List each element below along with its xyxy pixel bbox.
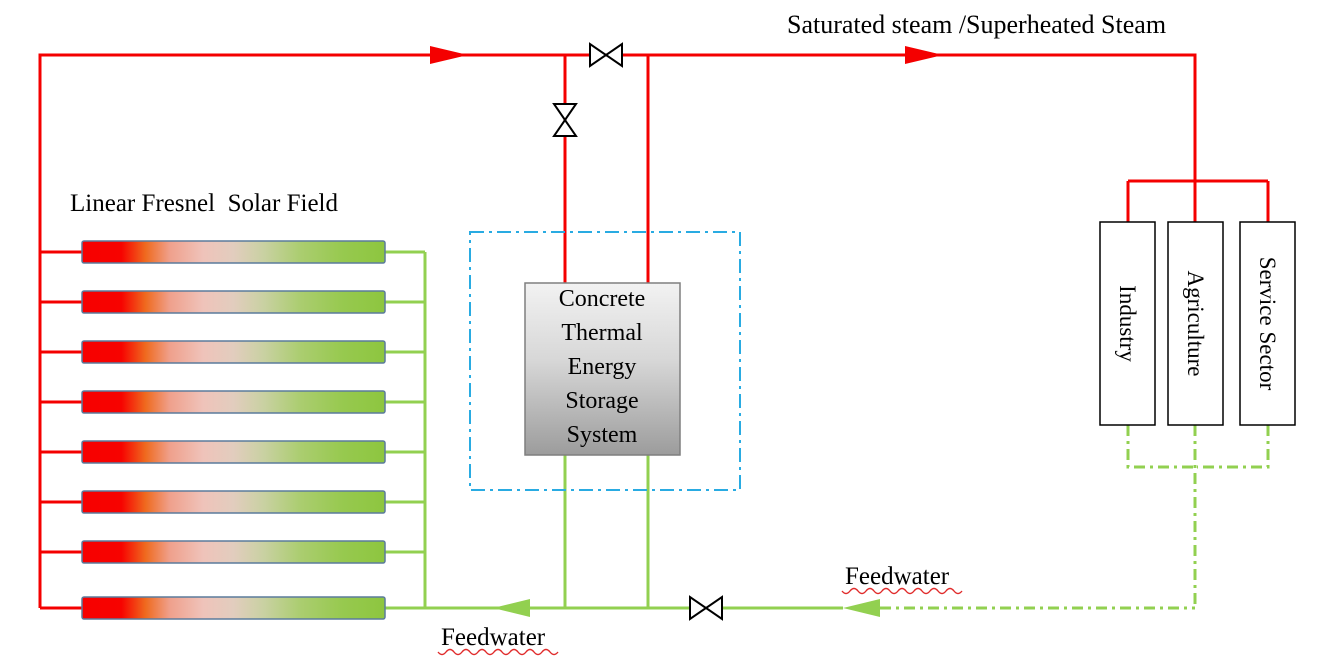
feedwater-flow-arrow-icon: [843, 599, 880, 617]
storage-label-line: System: [567, 422, 638, 448]
solar-field: [81, 240, 386, 620]
feedwater-valve-icon: [689, 595, 723, 621]
sector-box-service: [1239, 221, 1296, 426]
valve-half: [604, 42, 623, 68]
valve-half: [689, 595, 708, 621]
thermal-storage-unit: [524, 282, 681, 456]
feedwater-label-left: Feedwater: [441, 624, 546, 651]
valve-half: [552, 103, 578, 122]
steam-line-valve-icon: [589, 42, 623, 68]
sector-label-industry: Industry: [1115, 285, 1140, 362]
storage-charge-valve-icon: [552, 103, 578, 137]
solar-collector-row: [81, 290, 386, 314]
solar-collector-row: [81, 596, 386, 620]
solar-collector-row: [81, 240, 386, 264]
consumer-sectors: Industry Agriculture Service Sector: [1099, 221, 1296, 426]
storage-label-line: Thermal: [561, 320, 643, 346]
storage-label-line: Storage: [565, 388, 638, 414]
solar-collector-row: [81, 540, 386, 564]
thermal-storage-label: Concrete Thermal Energy Storage System: [559, 286, 646, 448]
feedwater-right-underline: [841, 587, 963, 595]
storage-system-boundary: [469, 231, 741, 491]
solar-field-label: Linear Fresnel Solar Field: [70, 190, 338, 217]
solar-collector-row: [81, 440, 386, 464]
sector-label-service: Service Sector: [1255, 257, 1280, 391]
condensate-service-pipe: [1197, 425, 1270, 469]
solar-collector-row: [81, 340, 386, 364]
condensate-industry-pipe: [1126, 425, 1193, 469]
solar-collector-row: [81, 390, 386, 414]
steam-flow-arrow-icon: [905, 46, 943, 64]
storage-label-line: Energy: [568, 354, 637, 380]
sector-label-agriculture: Agriculture: [1183, 270, 1208, 376]
feedwater-return-main-pipe: [423, 252, 690, 610]
storage-label-line: Concrete: [559, 286, 646, 312]
sector-box-agriculture: [1167, 221, 1224, 426]
feedwater-label-right: Feedwater: [845, 563, 950, 590]
feedwater-left-underline: [437, 648, 559, 656]
steam-line-label: Saturated steam /Superheated Steam: [787, 10, 1166, 39]
solar-collector-row: [81, 490, 386, 514]
valve-half: [552, 118, 578, 137]
feedwater-pipe-network: [385, 250, 843, 610]
sector-box-industry: [1099, 221, 1156, 426]
valve-half: [589, 42, 608, 68]
steam-flow-arrow-icon: [430, 46, 468, 64]
valve-half: [704, 595, 723, 621]
feedwater-flow-arrow-icon: [493, 599, 530, 617]
feedwater-condensate-dashdot-network: [880, 425, 1270, 610]
